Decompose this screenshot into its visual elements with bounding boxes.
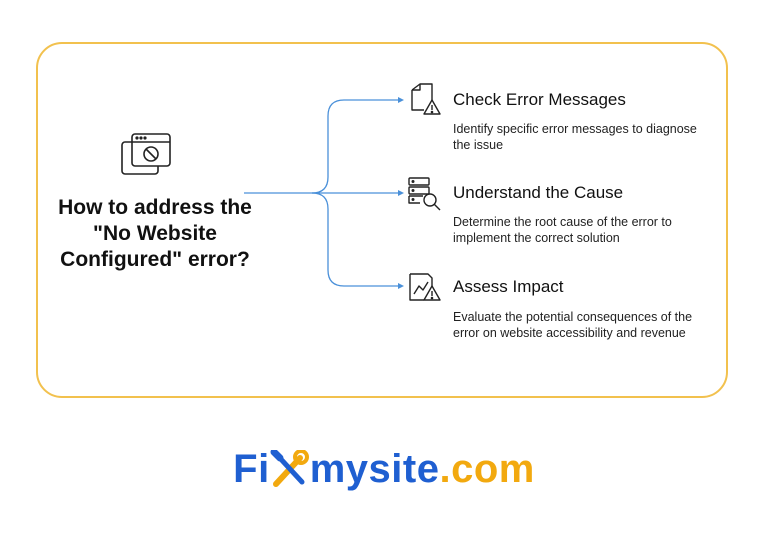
item-description-understand-the-cause: Determine the root cause of the error to… [453,215,672,245]
arrowhead-1 [398,97,404,103]
item-description-check-error-messages: Identify specific error messages to diag… [453,122,697,152]
wrench-screwdriver-icon [270,450,309,487]
server-search-icon [408,177,441,211]
document-warning-icon [411,83,441,115]
logo-text-part1: Fi [233,447,270,491]
chart-warning-icon [409,273,441,301]
connector-branch-1 [311,99,398,194]
logo-text-part2: mysite [309,447,440,491]
browser-blocked-icon [121,133,171,175]
fixmysite-logo: Fi mysite.com [0,444,768,494]
arrowhead-3 [398,283,404,289]
item-title-check-error-messages: Check Error Messages [453,90,626,109]
logo-text-part3: .com [439,447,535,491]
item-title-understand-the-cause: Understand the Cause [453,183,624,202]
diagram-card [36,42,728,398]
arrowhead-2 [398,190,404,196]
main-title: How to address the "No Website Configure… [58,196,252,271]
connector-branch-3 [311,192,398,287]
item-description-assess-impact: Evaluate the potential consequences of t… [453,310,693,340]
item-title-assess-impact: Assess Impact [453,277,564,296]
